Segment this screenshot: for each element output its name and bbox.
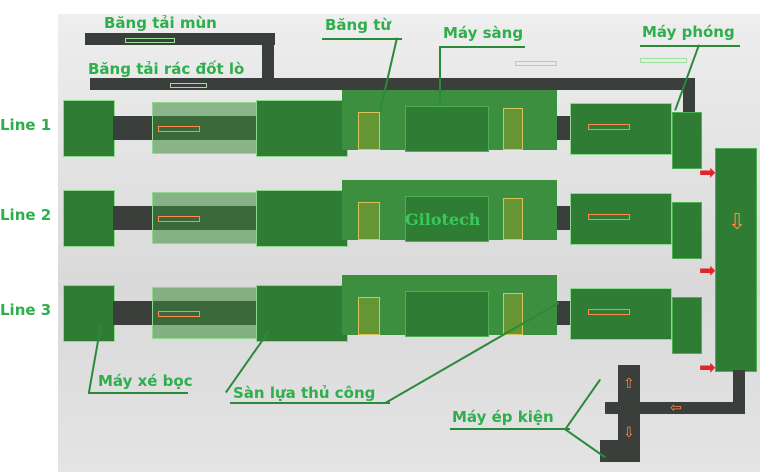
sorting-platform bbox=[152, 102, 259, 154]
label-bag-opener: Máy xé bọc bbox=[98, 372, 193, 390]
screen-outlet bbox=[503, 108, 523, 150]
sorting-conveyor bbox=[256, 100, 348, 157]
ballistic-launcher bbox=[672, 112, 702, 169]
magnetic-conveyor bbox=[358, 297, 380, 335]
label-baler: Máy ép kiện bbox=[452, 408, 554, 426]
magnetic-conveyor bbox=[358, 202, 380, 240]
baler-press bbox=[600, 440, 640, 462]
flow-arrow-icon bbox=[588, 309, 630, 315]
label-magnetic-conveyor: Băng từ bbox=[325, 16, 392, 34]
baler-conveyor bbox=[605, 402, 745, 414]
rdf-arrow-icon bbox=[170, 83, 207, 88]
trommel-screen bbox=[405, 196, 489, 242]
down-arrow-icon: ⇩ bbox=[728, 210, 747, 235]
label-compost-conveyor: Băng tải mùn bbox=[104, 14, 217, 32]
baler-left-arrow-icon: ⇦ bbox=[670, 400, 682, 416]
sorting-conveyor bbox=[256, 190, 348, 247]
transfer-arrow-icon: ➡ bbox=[699, 160, 716, 184]
transfer-arrow-icon: ➡ bbox=[699, 355, 716, 379]
baler-conveyor-right bbox=[733, 370, 745, 414]
ballistic-launcher bbox=[672, 202, 702, 259]
baler-up-arrow-icon: ⇧ bbox=[623, 376, 635, 392]
flow-arrow-icon bbox=[158, 126, 200, 132]
sorting-platform bbox=[152, 287, 259, 339]
compost-conveyor bbox=[85, 33, 275, 45]
screen-outlet bbox=[503, 198, 523, 240]
transfer-arrow-icon: ➡ bbox=[699, 258, 716, 282]
magnetic-conveyor bbox=[358, 112, 380, 150]
compost-arrow-icon bbox=[125, 38, 175, 43]
baler-conveyor-vertical bbox=[618, 365, 640, 450]
sorting-conveyor bbox=[256, 285, 348, 342]
baler-down-arrow-icon: ⇩ bbox=[623, 425, 635, 441]
label-launcher: Máy phóng bbox=[642, 23, 735, 41]
line-label: Line 2 bbox=[0, 206, 52, 224]
rdf-conveyor bbox=[90, 78, 695, 90]
flow-arrow-icon bbox=[588, 214, 630, 220]
sorting-platform bbox=[152, 192, 259, 244]
line-label: Line 1 bbox=[0, 116, 52, 134]
label-manual-sorting: Sàn lựa thủ công bbox=[233, 384, 376, 402]
bag-opener-hopper bbox=[63, 285, 115, 342]
rdf-arrow-icon bbox=[640, 58, 687, 63]
collection-conveyor bbox=[715, 148, 757, 372]
bag-opener-hopper bbox=[63, 190, 115, 247]
label-screen: Máy sàng bbox=[443, 24, 524, 42]
trommel-screen bbox=[405, 291, 489, 337]
flow-arrow-icon bbox=[158, 311, 200, 317]
rdf-conveyor-vertical bbox=[683, 78, 695, 118]
label-rdf-conveyor: Băng tải rác đốt lò bbox=[88, 60, 245, 78]
compost-conveyor-vertical bbox=[262, 33, 274, 83]
watermark: Gilotech bbox=[405, 210, 481, 229]
ballistic-launcher bbox=[672, 297, 702, 354]
flow-arrow-icon bbox=[158, 216, 200, 222]
line-label: Line 3 bbox=[0, 301, 52, 319]
rdf-arrow-icon bbox=[515, 61, 557, 66]
bag-opener-hopper bbox=[63, 100, 115, 157]
flow-arrow-icon bbox=[588, 124, 630, 130]
trommel-screen bbox=[405, 106, 489, 152]
